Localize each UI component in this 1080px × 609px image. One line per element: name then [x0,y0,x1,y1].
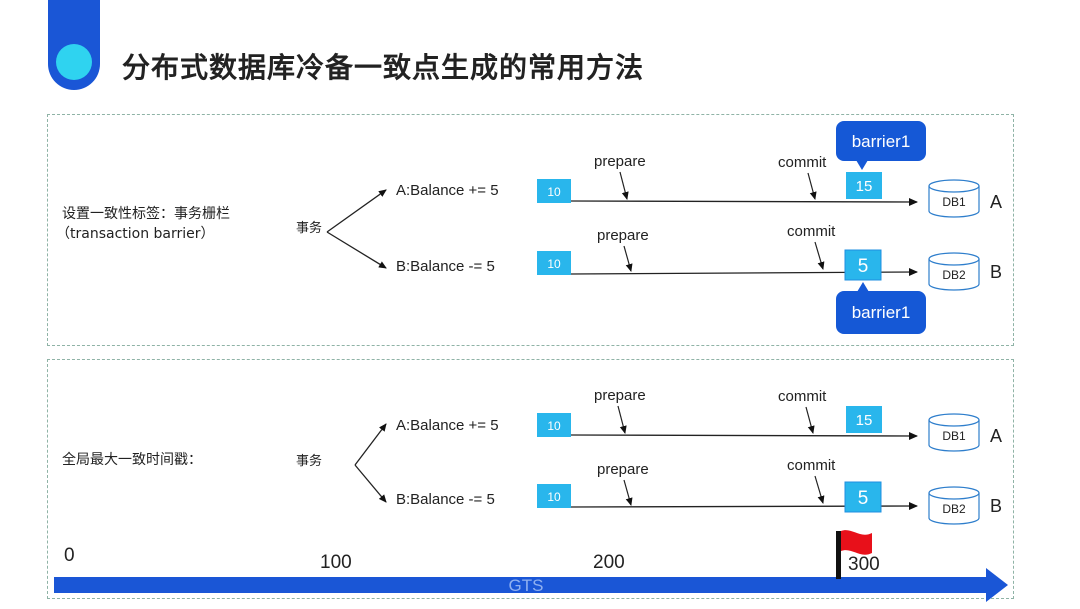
panel1-row-a-start-value: 10 [547,185,561,199]
panel2-row-a-commit-arrow [805,406,815,434]
panel1-barrier-callout-top-pointer [856,160,868,170]
axis-tick-100: 100 [320,552,352,573]
axis-tick-300: 300 [848,554,880,575]
panel1-barrier-top-label: barrier1 [852,132,911,151]
panel1-db1-cylinder [928,179,980,218]
panel2-row-a-start-value: 10 [547,419,561,433]
panel2-row-b-op: B:Balance -= 5 [396,491,495,508]
panel1-row-b-commit: commit [787,223,836,240]
panel2-db2-cylinder [928,486,980,525]
panel2-row-b-commit: commit [787,457,836,474]
panel1-row-a-commit: commit [778,154,827,171]
panel2-node-b: B [990,496,1002,516]
panel1-row-b-op: B:Balance -= 5 [396,258,495,275]
panel2-db2-label: DB2 [942,502,966,516]
panel2-row-a-prepare-arrow [617,405,627,434]
panel1-row-a-end-box [846,172,882,199]
panel1-barrier-callout-top [836,121,926,161]
panel1-row-a-end-value: 15 [856,178,873,195]
panel2-node-a: A [990,426,1002,446]
panel1-txn-label: 事务 [296,220,322,236]
title-accent-dot [56,44,92,80]
panel2-db1-cylinder [928,413,980,452]
panel1-row-b-start-value: 10 [547,257,561,271]
panel1-row-b-end-box [844,249,882,281]
flag-icon [836,530,872,579]
panel1-db2-cylinder [928,252,980,291]
panel1-branch-arrow-a [326,189,387,233]
panel1-label-line2: （transaction barrier） [56,226,215,242]
panel1-row-b-prepare-arrow [623,245,633,272]
panel1-barrier-callout-bottom [836,291,926,334]
panel1-row-b-start-box [537,251,571,275]
panel1-row-a-timeline [570,197,918,206]
gts-axis-label: GTS [509,576,544,595]
panel2-row-b-end-box [844,481,882,513]
panel1-row-a-prepare: prepare [594,153,646,170]
panel2-row-a-op: A:Balance += 5 [396,417,499,434]
panel2-row-a-commit: commit [778,388,827,405]
panel1-row-b-end-value: 5 [858,256,869,277]
gts-axis-arrow [54,568,1008,602]
panel1-row-a-start-box [537,179,571,203]
panel2-branch-arrow-b [354,464,387,503]
panel1-node-b: B [990,262,1002,282]
panel2-row-b-prepare-arrow [623,479,633,506]
panel1-db1-label: DB1 [942,195,966,209]
panel2-branch-arrow-a [354,423,387,466]
panel1-row-b-prepare: prepare [597,227,649,244]
panel2-row-b-end-value: 5 [858,488,869,509]
panel2-row-a-end-box [846,406,882,433]
panel1-row-b-commit-arrow [814,241,825,270]
panel1-barrier-bottom-label: barrier1 [852,303,911,322]
panel2-row-b-commit-arrow [814,475,825,504]
panel1-label-line1: 设置一致性标签：事务栅栏 [62,205,230,222]
panel2-row-a-timeline [570,431,918,440]
panel-global-max-timestamp [47,359,1014,599]
panel2-db1-label: DB1 [942,429,966,443]
panel1-node-a: A [990,192,1002,212]
panel1-row-a-commit-arrow [807,172,817,200]
panel2-txn-label: 事务 [296,453,322,469]
axis-tick-0: 0 [64,545,75,566]
panel2-row-b-prepare: prepare [597,461,649,478]
panel2-row-a-end-value: 15 [856,412,873,429]
panel-transaction-barrier [47,114,1014,346]
panel1-branch-arrow-b [326,231,387,269]
panel2-row-b-start-value: 10 [547,490,561,504]
panel2-row-a-prepare: prepare [594,387,646,404]
panel1-row-a-op: A:Balance += 5 [396,182,499,199]
axis-tick-200: 200 [593,552,625,573]
panel2-label: 全局最大一致时间戳： [62,451,202,468]
page-title: 分布式数据库冷备一致点生成的常用方法 [122,51,645,84]
panel1-db2-label: DB2 [942,268,966,282]
panel1-barrier-callout-bottom-pointer [857,282,869,292]
panel1-row-a-prepare-arrow [619,171,629,200]
panel2-row-a-start-box [537,413,571,437]
panel2-row-b-start-box [537,484,571,508]
